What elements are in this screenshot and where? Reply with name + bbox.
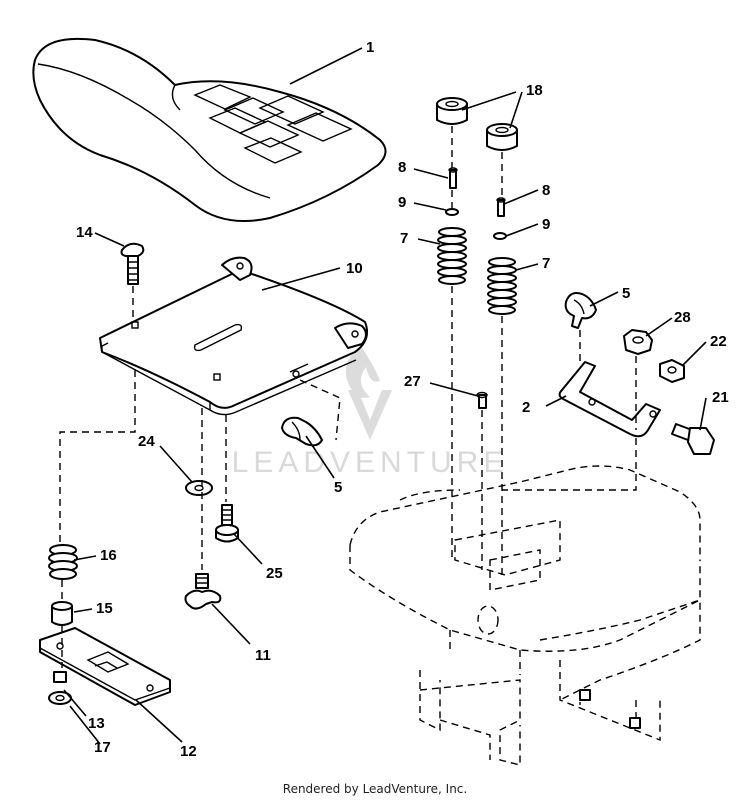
footer-credit: Rendered by LeadVenture, Inc. [282,782,468,796]
callout-8-left: 8 [398,159,406,176]
part-seat-pan [99,256,368,416]
part-spring-small [48,544,78,580]
part-carriage-bolt [120,242,145,318]
callout-10: 10 [346,260,363,277]
part-clip-left [281,379,341,447]
callout-24: 24 [138,433,155,450]
part-spacer-bushings [436,97,518,151]
callout-2: 2 [522,399,530,416]
callout-9-left: 9 [398,194,406,211]
callout-16: 16 [100,547,117,564]
part-washer [185,480,213,496]
frame-studs [579,689,641,729]
callout-11: 11 [255,647,271,664]
callout-13: 13 [88,715,105,732]
callout-25: 25 [266,565,283,582]
callout-15: 15 [96,600,113,617]
callout-9-right: 9 [542,216,550,233]
part-knob [184,573,222,610]
part-clip-right [564,292,597,364]
callout-7-left: 7 [400,230,408,247]
part-pins-washers [445,167,507,240]
part-bracket [502,361,661,491]
watermark: LEADVENTURE [232,345,509,479]
assembly-lines-springs [451,126,503,580]
part-seat [32,37,387,223]
callout-7-right: 7 [542,255,550,272]
callout-21: 21 [712,389,729,406]
part-bolt-27 [476,391,488,570]
part-nut-22 [659,359,685,383]
callouts: 1 2 5 5 7 7 8 8 9 9 10 11 12 13 14 15 16… [76,39,729,760]
callout-1: 1 [366,39,374,56]
leader-lines [63,47,707,745]
part-shoulder-bolt [215,504,239,543]
callout-17: 17 [94,739,111,756]
part-nut-28 [623,329,653,430]
part-adjust-plate [39,627,171,706]
callout-14: 14 [76,224,93,241]
part-spacer [51,601,73,626]
part-nut-washer [48,671,72,705]
part-bolt-21 [671,423,715,455]
callout-27: 27 [404,373,421,390]
watermark-text: LEADVENTURE [232,446,509,479]
watermark-flame-icon [345,345,380,398]
callout-5-right: 5 [622,285,630,302]
tractor-frame-outline [349,465,701,766]
callout-12: 12 [180,743,197,760]
callout-18: 18 [526,82,543,99]
callout-22: 22 [710,333,727,350]
part-seat-springs [437,227,517,315]
watermark-v-icon [348,390,392,440]
callout-28: 28 [674,309,691,326]
callout-8-right: 8 [542,182,550,199]
assembly-lines-left [59,370,227,668]
callout-5-left: 5 [334,479,342,496]
